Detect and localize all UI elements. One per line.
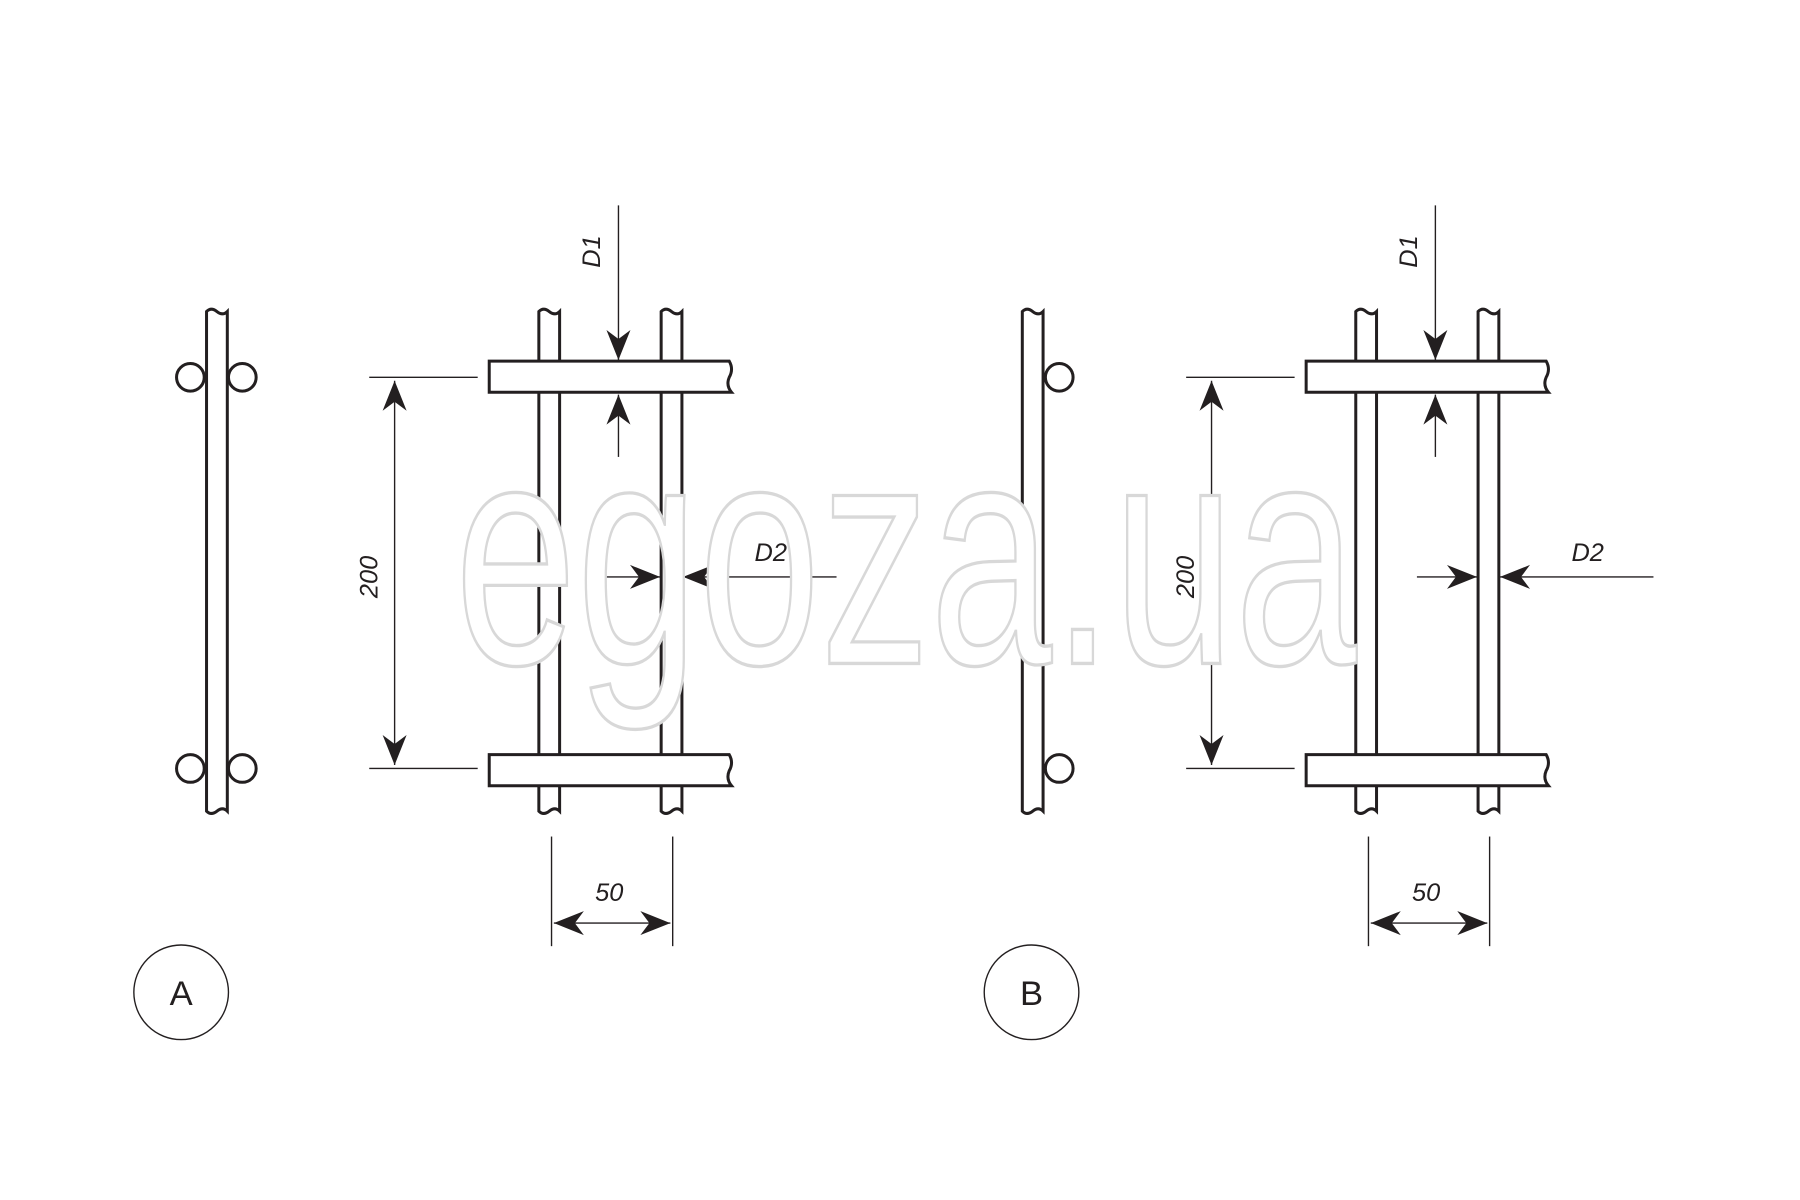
view-b-caption: B	[983, 944, 1080, 1041]
view-b-d2-label: D2	[1571, 539, 1603, 567]
view-a-width-dim: 50	[595, 879, 623, 907]
view-b-height-dim: 200	[1172, 556, 1200, 599]
view-a-caption: A	[133, 944, 230, 1041]
view-a-side	[175, 307, 258, 815]
view-a-caption-text: A	[170, 975, 194, 1013]
view-a-front	[369, 205, 837, 946]
view-b-width-dim: 50	[1412, 879, 1440, 907]
view-b-side	[1020, 307, 1075, 815]
view-b-front	[1186, 205, 1654, 946]
view-a-d1-label: D1	[578, 235, 606, 267]
view-a-d2-label: D2	[755, 539, 787, 567]
view-b-caption-text: B	[1020, 975, 1043, 1013]
watermark: egoza.ua	[455, 376, 1358, 733]
view-a-height-dim: 200	[355, 556, 383, 599]
view-b-d1-label: D1	[1395, 235, 1423, 267]
